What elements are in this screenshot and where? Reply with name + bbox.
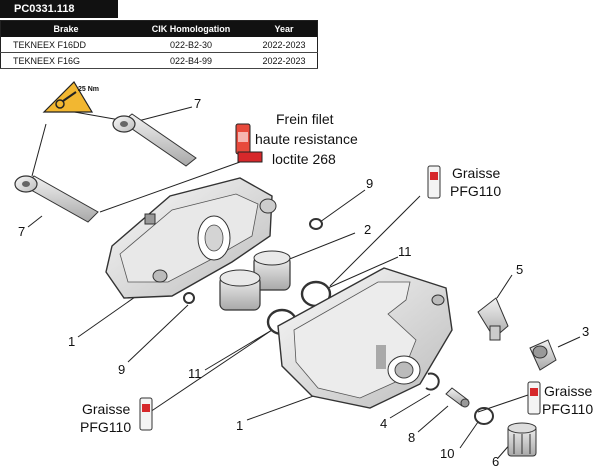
callout-7-upper: 7 — [194, 96, 201, 111]
seal-10 — [474, 407, 494, 425]
loctite-tube-icon — [235, 123, 263, 163]
svg-text:PFG110: PFG110 — [80, 419, 131, 435]
callout-2: 2 — [364, 222, 371, 237]
caliper-left — [105, 177, 277, 299]
callout-9-upper: 9 — [366, 176, 373, 191]
svg-text:Graisse: Graisse — [82, 401, 130, 417]
callout-9-lower: 9 — [118, 362, 125, 377]
note-thread-lock: Frein filet haute resistance loctite 268 — [255, 111, 358, 167]
seal-9-lower — [183, 292, 195, 304]
torque-badge: 25 Nm — [42, 81, 99, 113]
caliper-right — [277, 267, 453, 409]
callout-7-lower: 7 — [18, 224, 25, 239]
cell-year: 2022-2023 — [250, 52, 318, 69]
table-row: TEKNEEX F16DD 022-B2-30 2022-2023 — [0, 37, 318, 53]
cell-cik: 022-B2-30 — [131, 37, 251, 53]
svg-text:Frein filet: Frein filet — [276, 111, 334, 127]
svg-text:Graisse: Graisse — [452, 165, 500, 181]
svg-text:Graisse: Graisse — [544, 383, 592, 399]
bolt-upper — [112, 113, 197, 167]
callout-3: 3 — [582, 324, 589, 339]
callout-8: 8 — [408, 430, 415, 445]
grease-tube-icon-left — [139, 397, 153, 431]
callout-10: 10 — [440, 446, 454, 461]
callout-1-left: 1 — [68, 334, 75, 349]
svg-text:haute resistance: haute resistance — [255, 131, 358, 147]
col-cik: CIK Homologation — [131, 20, 251, 37]
fitting-6 — [507, 422, 537, 457]
note-grease-top: Graisse PFG110 — [450, 165, 501, 199]
callout-6: 6 — [492, 454, 499, 467]
callout-4: 4 — [380, 416, 387, 431]
cap-3 — [529, 339, 557, 371]
bolt-lower — [14, 175, 99, 223]
svg-text:PFG110: PFG110 — [450, 183, 501, 199]
clip-4 — [425, 372, 440, 391]
bleeder-5 — [477, 297, 509, 341]
homologation-table: Brake CIK Homologation Year TEKNEEX F16D… — [0, 20, 318, 69]
torque-value: 25 Nm — [78, 86, 99, 93]
col-brake: Brake — [0, 20, 132, 37]
svg-text:loctite 268: loctite 268 — [272, 151, 336, 167]
grease-tube-icon-right — [527, 381, 541, 415]
callout-5: 5 — [516, 262, 523, 277]
callout-11-lower: 11 — [188, 366, 202, 381]
svg-text:PFG110: PFG110 — [542, 401, 593, 417]
col-year: Year — [250, 20, 318, 37]
callout-1-right: 1 — [236, 418, 243, 433]
cell-brake: TEKNEEX F16G — [0, 52, 132, 69]
callout-11-upper: 11 — [398, 244, 412, 259]
piston-lower — [219, 269, 261, 311]
cell-brake: TEKNEEX F16DD — [0, 37, 132, 53]
wrench-icon — [55, 99, 65, 109]
grease-tube-icon-top — [427, 165, 441, 199]
seal-9-upper — [309, 218, 323, 230]
cell-year: 2022-2023 — [250, 37, 318, 53]
pin-8 — [445, 387, 470, 408]
note-grease-left: Graisse PFG110 — [80, 401, 131, 435]
part-code: PC0331.118 — [0, 0, 118, 18]
note-grease-right: Graisse PFG110 — [542, 383, 593, 417]
cell-cik: 022-B4-99 — [131, 52, 251, 69]
table-row: TEKNEEX F16G 022-B4-99 2022-2023 — [0, 52, 318, 69]
piston-upper — [253, 250, 291, 291]
